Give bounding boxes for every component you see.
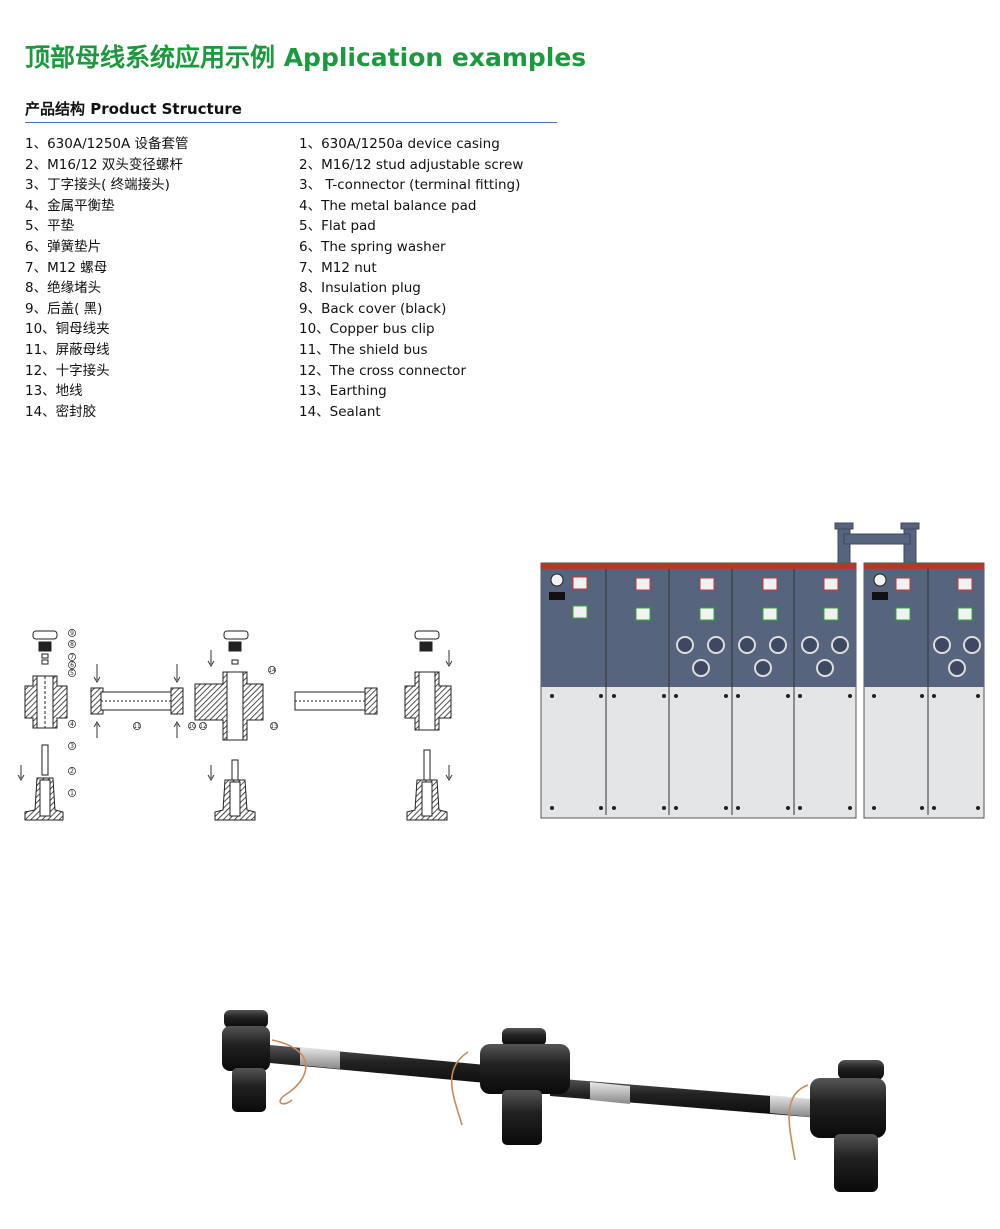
- list-item: 14、密封胶: [25, 403, 97, 420]
- section-divider: [25, 122, 557, 123]
- switchgear-cabinet-illustration: [540, 522, 985, 819]
- cabinet-group-left: [540, 562, 857, 819]
- list-item: 10、铜母线夹: [25, 321, 110, 338]
- list-item: 4、金属平衡垫: [25, 197, 115, 214]
- list-item: 14、Sealant: [299, 403, 381, 420]
- callout-label: 7: [70, 654, 74, 661]
- assembly-arrows: [17, 650, 453, 781]
- callout-label: 13: [270, 723, 278, 730]
- top-bus-pipe: [834, 522, 920, 566]
- callout-label: 14: [268, 667, 276, 674]
- list-item: 11、屏蔽母线: [25, 341, 110, 358]
- callout-label: 11: [133, 723, 141, 730]
- list-item: 3、丁字接头( 终端接头): [25, 177, 170, 194]
- list-item: 2、M16/12 双头变径螺杆: [25, 156, 183, 173]
- callout-label: 12: [199, 723, 207, 730]
- section-title: 产品结构 Product Structure: [25, 100, 242, 118]
- left-bus-bar: [90, 687, 184, 715]
- callout-label: 9: [70, 630, 74, 637]
- list-item: 1、630A/1250A 设备套管: [25, 136, 189, 152]
- callout-label: 8: [70, 641, 74, 648]
- earthing-wires: [271, 1039, 809, 1161]
- parts-list-english: 1、630A/1250a device casing 2、M16/12 stud…: [299, 134, 523, 422]
- list-item: 9、Back cover (black): [299, 300, 447, 317]
- cabinet-group-right: [863, 562, 985, 819]
- middle-cross-connector: [194, 630, 264, 821]
- list-item: 6、The spring washer: [299, 238, 446, 255]
- list-item: 13、Earthing: [299, 383, 387, 400]
- list-item: 3、 T-connector (terminal fitting): [299, 177, 521, 194]
- left-connector: [222, 1010, 270, 1112]
- list-item: 7、M12 螺母: [25, 259, 108, 276]
- busbar-system-photo: [222, 1010, 886, 1192]
- left-t-connector: [24, 630, 68, 821]
- callout-label: 5: [70, 670, 74, 677]
- callout-label: 10: [188, 723, 196, 730]
- list-item: 2、M16/12 stud adjustable screw: [299, 156, 524, 173]
- exploded-assembly-diagram: 9 8 7 6 5 4 3 2 1 11 10 12 14 13: [17, 629, 453, 821]
- list-item: 12、十字接头: [25, 362, 110, 379]
- callout-label: 1: [70, 790, 74, 797]
- list-item: 13、地线: [25, 383, 83, 400]
- list-item: 11、The shield bus: [299, 341, 428, 358]
- parts-list-chinese: 1、630A/1250A 设备套管 2、M16/12 双头变径螺杆 3、丁字接头…: [25, 134, 189, 422]
- list-item: 5、平垫: [25, 218, 75, 235]
- callout-label: 3: [70, 743, 74, 750]
- page-title: 顶部母线系统应用示例 Application examples: [25, 43, 587, 72]
- callout-label: 4: [70, 721, 74, 728]
- callout-label: 2: [70, 768, 74, 775]
- list-item: 7、M12 nut: [299, 259, 377, 276]
- middle-connector: [480, 1028, 570, 1145]
- bus-pipe: [270, 1045, 820, 1118]
- list-item: 6、弹簧垫片: [25, 238, 102, 255]
- callout-label: 6: [70, 662, 74, 669]
- list-item: 1、630A/1250a device casing: [299, 136, 500, 152]
- list-item: 10、Copper bus clip: [299, 321, 435, 338]
- right-t-connector: [404, 630, 452, 821]
- list-item: 8、Insulation plug: [299, 280, 421, 297]
- list-item: 9、后盖( 黑): [25, 300, 103, 317]
- right-bus-bar: [294, 687, 378, 715]
- list-item: 4、The metal balance pad: [299, 197, 477, 214]
- list-item: 8、绝缘堵头: [25, 280, 102, 297]
- list-item: 5、Flat pad: [299, 218, 376, 235]
- list-item: 12、The cross connector: [299, 362, 466, 379]
- right-connector: [810, 1060, 886, 1192]
